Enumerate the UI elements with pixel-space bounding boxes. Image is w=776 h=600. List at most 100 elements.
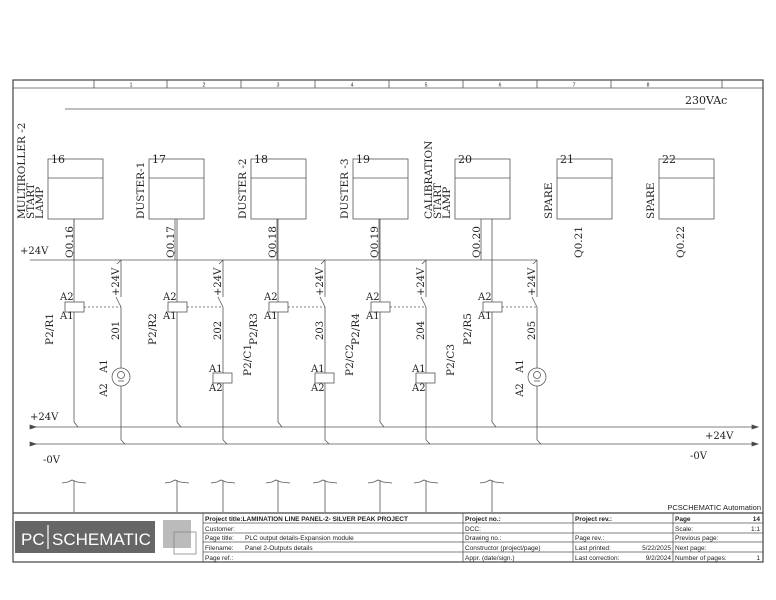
title-block-grid [202, 513, 763, 562]
wire-junction [379, 421, 385, 428]
last-printed-label: Last printed: [575, 545, 611, 552]
output-box [658, 158, 715, 220]
bus-24v-right-label: +24V [705, 431, 734, 442]
terminal-symbol [210, 479, 236, 512]
bus-top-24v-label: +24V [20, 246, 49, 257]
bus-24v-left-label: +24V [30, 412, 59, 423]
output-number: 19 [356, 153, 370, 166]
output-box [352, 158, 409, 220]
wire-number: 201 [111, 321, 122, 340]
coil-terminal-a2: A2 [59, 292, 74, 303]
scale: 1:1 [751, 526, 760, 533]
contact-supply-label: +24V [315, 267, 326, 296]
output-label: DUSTER-1 [135, 162, 147, 219]
output-number: 17 [152, 153, 166, 166]
lamp-terminal-a1: A1 [99, 359, 110, 374]
output-address: Q0.21 [573, 226, 585, 258]
scale-label: Scale: [675, 526, 693, 533]
relay-contact [115, 296, 122, 308]
project-rev: Project rev.: [575, 516, 612, 523]
project-title: Project title:LAMINATION LINE PANEL-2- S… [205, 516, 408, 523]
page-label: Page [675, 516, 691, 523]
number-of-pages: 1 [756, 555, 760, 562]
page-title: PLC output details-Expansion module [245, 535, 354, 542]
output-label: START [25, 183, 37, 219]
wire-junction [324, 439, 330, 445]
approval: Appr. (date/sign.) [465, 555, 515, 562]
filename: Panel 2-Outputs details [245, 545, 313, 552]
company-note: PCSCHEMATIC Automation [667, 503, 761, 512]
contactor-name: P2/C1 [242, 344, 254, 376]
relay-contact [319, 296, 326, 308]
drawing-no: Drawing no.: [465, 535, 502, 542]
arrow-icon [751, 441, 760, 447]
output-number: 16 [51, 153, 65, 166]
output-box [454, 158, 511, 220]
output-label: LAMP [34, 187, 46, 219]
wire-number: 203 [315, 321, 326, 340]
wire-junction [425, 439, 431, 445]
coil-terminal-a2: A2 [263, 292, 278, 303]
relay-name: P2/R4 [350, 313, 362, 345]
coil-terminal-a2: A2 [477, 292, 492, 303]
output-number: 20 [458, 153, 472, 166]
wire-junction [421, 259, 427, 265]
logo-text-schematic: SCHEMATIC [52, 530, 151, 549]
contact-supply-label: +24V [416, 267, 427, 296]
relay-name: P2/R1 [44, 313, 56, 345]
terminal-mark [164, 479, 190, 484]
terminal-mark [367, 479, 393, 484]
contactor-name: P2/C3 [445, 344, 457, 376]
ruler-number: 6 [499, 83, 502, 89]
output-box [47, 158, 104, 220]
contact-supply-label: +24V [527, 267, 538, 296]
coil-terminal-a2: A2 [365, 292, 380, 303]
terminal-symbol [413, 479, 439, 512]
contact-supply-label: +24V [213, 267, 224, 296]
output-address: Q0.17 [165, 226, 177, 258]
lamp-terminal-a2: A2 [515, 383, 526, 398]
coil-terminal-a2: A2 [162, 292, 177, 303]
coil-terminal-a1: A1 [365, 311, 380, 322]
lamp-terminal-a2: A2 [99, 383, 110, 398]
contactor-terminal-a1: A1 [411, 364, 426, 375]
page-number: 14 [753, 516, 761, 523]
output-address: Q0.20 [471, 226, 483, 258]
output-address: Q0.18 [267, 226, 279, 258]
wire-number: 205 [527, 321, 538, 340]
ruler-number: 7 [573, 83, 576, 89]
terminal-symbol [367, 479, 393, 512]
lamp-icon [111, 367, 131, 387]
output-label: LAMP [441, 187, 453, 219]
wire-junction [222, 439, 228, 445]
contactor-terminal-a2: A2 [310, 383, 325, 394]
output-box [556, 158, 613, 220]
output-label: SPARE [645, 183, 657, 219]
contactor-terminal-a1: A1 [310, 364, 325, 375]
last-printed: 5/22/2025 [642, 545, 671, 552]
lamp-icon [527, 367, 547, 387]
constructor: Constructor (project/page) [465, 545, 541, 552]
contactor-coil-box [415, 372, 436, 384]
output-label: DUSTER -2 [237, 158, 249, 219]
coil-terminal-a1: A1 [477, 311, 492, 322]
wire-junction [120, 439, 126, 445]
wire-number: 204 [416, 321, 427, 340]
page-title-label: Page title: [205, 535, 234, 542]
terminal-symbol [265, 479, 291, 512]
lamp-bulb [533, 371, 541, 379]
bus-0v-right-label: -0V [690, 451, 708, 462]
number-of-pages-label: Number of pages: [675, 555, 727, 562]
filename-label: Filename: [205, 545, 234, 552]
output-label: DUSTER -3 [339, 158, 351, 219]
wire-junction [116, 259, 122, 265]
